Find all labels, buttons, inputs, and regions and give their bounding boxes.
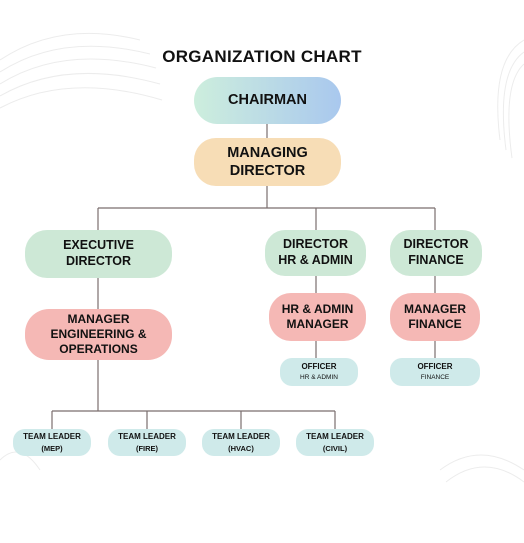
executive-director-line1: EXECUTIVE xyxy=(63,238,134,253)
team-leader-fire-node: TEAM LEADER (FIRE) xyxy=(108,429,186,456)
team-leader-civil-node: TEAM LEADER (CIVIL) xyxy=(296,429,374,456)
manager-finance-node: MANAGER FINANCE xyxy=(390,293,480,341)
team-leader-hvac-node: TEAM LEADER (HVAC) xyxy=(202,429,280,456)
officer-hr-sub: HR & ADMIN xyxy=(300,373,338,381)
executive-director-line2: DIRECTOR xyxy=(65,254,132,268)
team-leader-fire-title: TEAM LEADER xyxy=(118,431,176,441)
manager-finance-line1: MANAGER xyxy=(404,302,466,316)
chart-title: ORGANIZATION CHART xyxy=(162,47,362,66)
team-leader-hvac-title: TEAM LEADER xyxy=(212,431,270,441)
manager-engineering-line3: OPERATIONS xyxy=(59,342,138,356)
hr-admin-manager-node: HR & ADMIN MANAGER xyxy=(269,293,366,341)
managing-director-line1: MANAGING xyxy=(227,144,308,161)
hr-admin-manager-line2: MANAGER xyxy=(286,317,349,331)
director-finance-line1: DIRECTOR xyxy=(403,237,469,252)
officer-finance-sub: FINANCE xyxy=(420,373,450,381)
director-finance-node: DIRECTOR FINANCE xyxy=(390,230,482,276)
team-leader-mep-sub: (MEP) xyxy=(41,443,63,453)
director-finance-line2: FINANCE xyxy=(408,253,464,267)
team-leader-hvac-sub: (HVAC) xyxy=(228,443,254,453)
manager-engineering-line2: ENGINEERING & xyxy=(50,327,147,341)
director-hr-admin-line1: DIRECTOR xyxy=(282,237,349,252)
officer-finance-node: OFFICER FINANCE xyxy=(390,358,480,386)
manager-engineering-node: MANAGER ENGINEERING & OPERATIONS xyxy=(25,309,172,360)
manager-engineering-line1: MANAGER xyxy=(67,312,130,326)
chairman-label: CHAIRMAN xyxy=(228,92,307,109)
managing-director-node: MANAGING DIRECTOR xyxy=(194,138,341,186)
officer-finance-title: OFFICER xyxy=(417,361,453,371)
team-leader-fire-sub: (FIRE) xyxy=(135,443,159,453)
team-leader-civil-title: TEAM LEADER xyxy=(306,431,364,441)
executive-director-node: EXECUTIVE DIRECTOR xyxy=(25,230,172,278)
hr-admin-manager-line1: HR & ADMIN xyxy=(281,302,354,316)
chairman-node: CHAIRMAN xyxy=(194,77,341,124)
officer-hr-node: OFFICER HR & ADMIN xyxy=(280,358,358,386)
manager-finance-line2: FINANCE xyxy=(408,317,462,331)
officer-hr-title: OFFICER xyxy=(301,361,337,371)
team-leader-mep-node: TEAM LEADER (MEP) xyxy=(13,429,91,456)
director-hr-admin-node: DIRECTOR HR & ADMIN xyxy=(265,230,366,276)
director-hr-admin-line2: HR & ADMIN xyxy=(278,253,353,267)
team-leader-civil-sub: (CIVIL) xyxy=(322,443,348,453)
managing-director-line2: DIRECTOR xyxy=(229,163,306,179)
team-leader-mep-title: TEAM LEADER xyxy=(23,431,81,441)
